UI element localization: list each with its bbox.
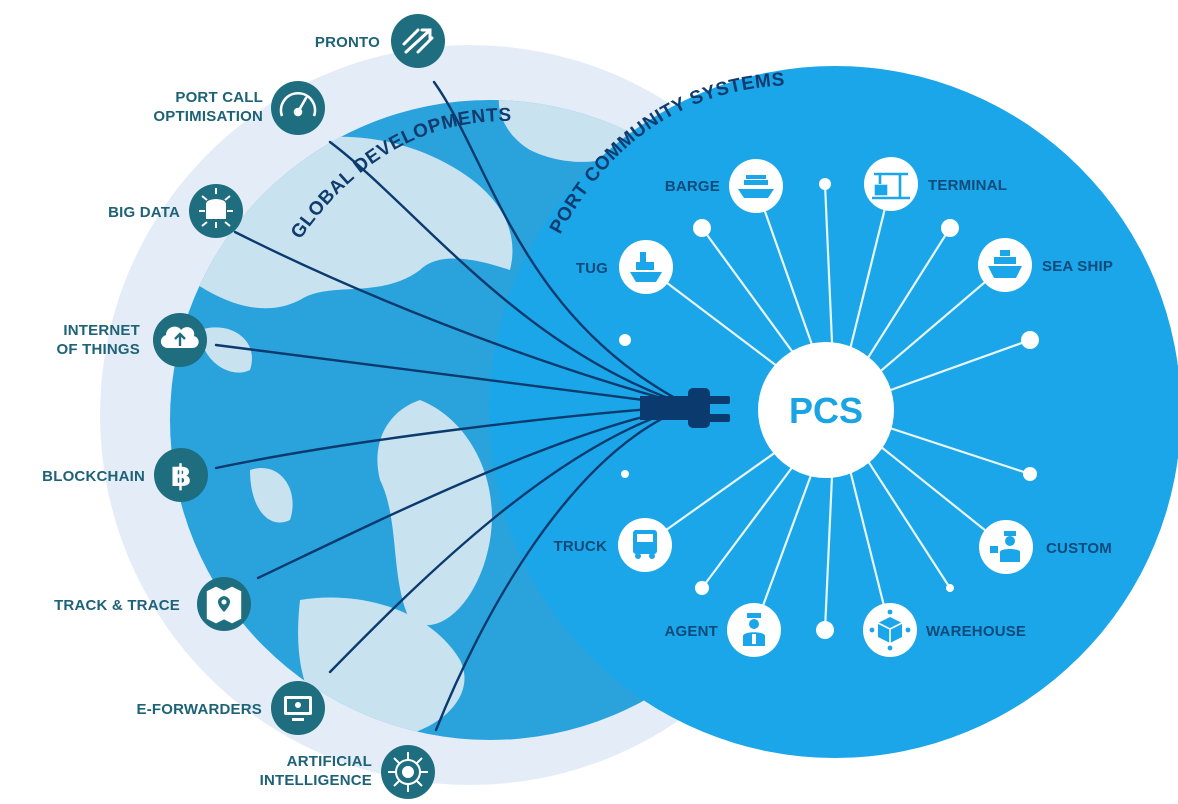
node-tug: TUG — [576, 240, 673, 294]
crane-icon — [872, 172, 910, 200]
map-pin-icon — [206, 586, 242, 624]
dev-label: INTELLIGENCE — [260, 772, 372, 789]
pcs-center: PCS — [758, 342, 894, 478]
node-label: SEA SHIP — [1042, 258, 1113, 275]
node-truck: TRUCK — [554, 518, 672, 572]
dev-port-call-optimisation: PORT CALL OPTIMISATION — [153, 81, 325, 135]
warehouse-boxes-icon — [869, 609, 911, 651]
dev-label: PRONTO — [315, 34, 380, 51]
node-label: WAREHOUSE — [926, 623, 1026, 640]
dev-track-and-trace: TRACK & TRACE — [54, 577, 251, 631]
dev-e-forwarders: E-FORWARDERS — [137, 681, 325, 735]
node-label: TERMINAL — [928, 177, 1007, 194]
dev-label: OPTIMISATION — [153, 108, 263, 125]
dev-internet-of-things: INTERNET OF THINGS — [57, 313, 207, 367]
circuit-brain-icon — [388, 752, 428, 792]
dev-blockchain: ฿ BLOCKCHAIN — [42, 448, 208, 502]
node-sea-ship: SEA SHIP — [978, 238, 1113, 292]
dev-label: PORT CALL — [175, 89, 263, 106]
node-label: CUSTOM — [1046, 540, 1112, 557]
node-label: TUG — [576, 260, 608, 277]
speedometer-icon — [279, 92, 317, 117]
dev-label: TRACK & TRACE — [54, 597, 180, 614]
monitor-icon — [284, 696, 312, 721]
truck-icon — [633, 530, 657, 559]
pcs-dots — [619, 178, 1039, 639]
dev-label: INTERNET — [63, 322, 140, 339]
dev-pronto: PRONTO — [315, 14, 445, 68]
node-agent: AGENT — [665, 603, 781, 657]
node-terminal: TERMINAL — [864, 157, 1007, 211]
agent-icon — [743, 613, 765, 646]
dev-big-data: BIG DATA — [108, 184, 243, 238]
ship-icon — [988, 250, 1022, 278]
arrows-exchange-icon — [402, 28, 434, 54]
customs-officer-icon — [990, 531, 1020, 562]
development-cables — [214, 80, 692, 732]
dev-label: OF THINGS — [57, 341, 140, 358]
plug-icon — [640, 388, 730, 428]
database-network-icon — [199, 188, 233, 228]
dev-label: BIG DATA — [108, 204, 180, 221]
dev-label: ARTIFICIAL — [287, 753, 372, 770]
dev-artificial-intelligence: ARTIFICIAL INTELLIGENCE — [260, 745, 435, 799]
pcs-center-label: PCS — [789, 390, 863, 431]
cloud-upload-icon — [160, 326, 199, 348]
tugboat-icon — [630, 252, 662, 282]
bitcoin-icon: ฿ — [171, 459, 192, 494]
node-custom: CUSTOM — [979, 520, 1112, 574]
dev-label: BLOCKCHAIN — [42, 468, 145, 485]
node-warehouse: WAREHOUSE — [863, 603, 1026, 657]
node-barge: BARGE — [665, 159, 783, 213]
barge-icon — [738, 175, 774, 198]
node-label: TRUCK — [554, 538, 608, 555]
dev-label: E-FORWARDERS — [137, 701, 262, 718]
node-label: BARGE — [665, 178, 720, 195]
node-label: AGENT — [665, 623, 719, 640]
